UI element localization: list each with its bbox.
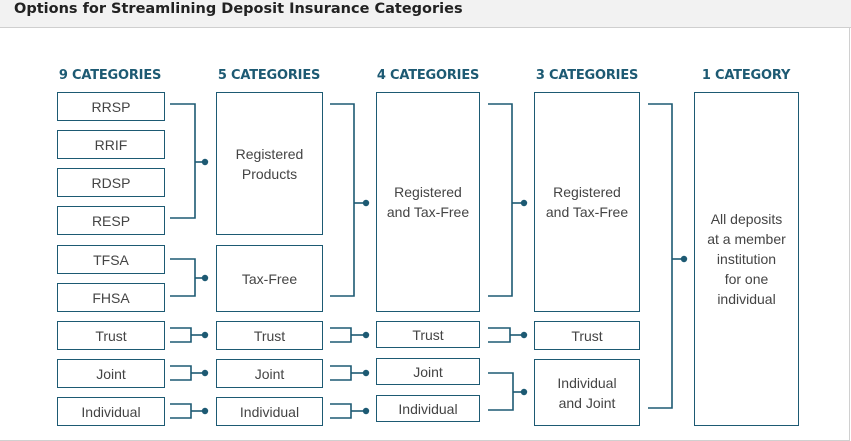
box-tax-free: Tax-Free [216, 245, 323, 312]
box-registered-products: Registered Products [216, 92, 323, 235]
bracket-trust-9 [170, 327, 192, 343]
box-individual-9: Individual [57, 397, 165, 426]
box-tfsa: TFSA [57, 245, 165, 274]
box-rdsp: RDSP [57, 168, 165, 197]
bracket-individual-and-joint [488, 372, 514, 411]
connector-dot [362, 331, 370, 339]
bracket-all-deposits [648, 103, 673, 409]
bracket-joint-5 [330, 365, 352, 381]
connector-dot [520, 331, 528, 339]
box-joint-9: Joint [57, 359, 165, 388]
title-bar: Options for Streamlining Deposit Insuran… [0, 0, 851, 28]
box-joint-4: Joint [376, 358, 480, 385]
box-individual-5: Individual [216, 397, 323, 426]
box-rrsp: RRSP [57, 92, 165, 121]
box-rrif: RRIF [57, 130, 165, 159]
bracket-trust-5 [330, 327, 352, 343]
bracket-individual-5 [330, 403, 352, 419]
connector-dot [362, 407, 370, 415]
box-individual-and-joint: Individual and Joint [534, 359, 640, 426]
bracket-joint-9 [170, 365, 192, 381]
header-5-categories: 5 CATEGORIES [217, 68, 321, 83]
bracket-registered-tax-free-3 [488, 103, 513, 297]
box-trust-3: Trust [534, 321, 640, 350]
connector-dot [680, 255, 688, 263]
box-individual-4: Individual [376, 395, 480, 422]
connector-dot [362, 369, 370, 377]
box-all-deposits: All deposits at a member institution for… [694, 92, 799, 426]
box-fhsa: FHSA [57, 283, 165, 312]
connector-dot [201, 274, 209, 282]
box-trust-9: Trust [57, 321, 165, 350]
connector-dot [201, 331, 209, 339]
header-1-category: 1 CATEGORY [701, 68, 791, 83]
box-registered-tax-free-4: Registered and Tax-Free [376, 92, 480, 312]
header-9-categories: 9 CATEGORIES [58, 68, 162, 83]
connector-dot [520, 199, 528, 207]
box-trust-5: Trust [216, 321, 323, 350]
connector-dot [201, 158, 209, 166]
box-joint-5: Joint [216, 359, 323, 388]
bracket-registered-products [170, 103, 196, 219]
box-resp: RESP [57, 206, 165, 235]
bracket-registered-tax-free-4 [330, 103, 355, 297]
box-trust-4: Trust [376, 321, 480, 348]
bracket-individual-9 [170, 403, 192, 419]
bracket-tax-free [170, 258, 196, 297]
header-3-categories: 3 CATEGORIES [535, 68, 639, 83]
connector-dot [201, 369, 209, 377]
connector-dot [520, 388, 528, 396]
connector-dot [201, 407, 209, 415]
box-registered-tax-free-3: Registered and Tax-Free [534, 92, 640, 312]
connector-dot [362, 199, 370, 207]
bracket-trust-4 [488, 327, 511, 343]
diagram-title: Options for Streamlining Deposit Insuran… [14, 1, 463, 17]
header-4-categories: 4 CATEGORIES [376, 68, 480, 83]
